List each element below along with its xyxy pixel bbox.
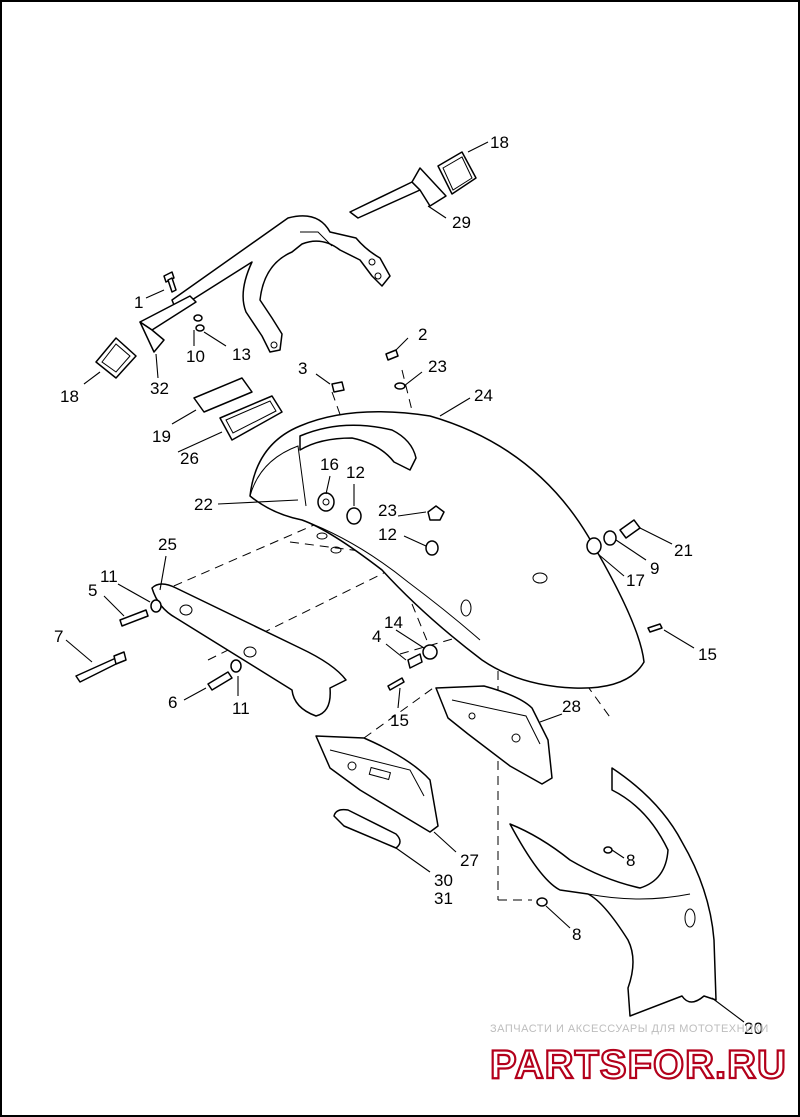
part-24-fender xyxy=(249,411,645,689)
part-12-spacer-b xyxy=(425,540,439,556)
callout-17: 17 xyxy=(626,571,645,590)
part-6-screw xyxy=(207,671,233,691)
part-18-reflector-upper xyxy=(437,151,477,195)
callout-21: 21 xyxy=(674,541,693,560)
part-25-strut xyxy=(151,583,347,717)
leader-lines xyxy=(65,141,745,1023)
callout-18: 18 xyxy=(490,133,509,152)
part-12-spacer-a xyxy=(346,507,362,525)
callout-13: 13 xyxy=(232,345,251,364)
callout-28: 28 xyxy=(562,697,581,716)
watermark: ЗАПЧАСТИ И АКСЕССУАРЫ ДЛЯ МОТОТЕХНИКИ PA… xyxy=(489,1023,787,1088)
callout-1: 1 xyxy=(134,293,143,312)
callout-14: 14 xyxy=(384,613,403,632)
part-18-reflector-lower xyxy=(95,337,137,379)
callout-31: 31 xyxy=(434,889,453,908)
part-4-screw xyxy=(407,653,423,669)
part-29-bracket xyxy=(349,167,447,219)
part-23-clip-lower xyxy=(427,505,445,521)
callout-labels: 18 29 1 10 13 18 32 2 3 23 24 19 26 16 1… xyxy=(54,133,763,1038)
part-17-bushing xyxy=(586,537,602,555)
callout-29: 29 xyxy=(452,213,471,232)
callout-8: 8 xyxy=(572,925,581,944)
callout-22: 22 xyxy=(194,495,213,514)
part-8-nut-a xyxy=(603,846,613,854)
part-8-nut-b xyxy=(536,897,548,907)
part-16-grommet xyxy=(317,492,335,512)
part-20-lower-fender xyxy=(509,767,717,1017)
part-15-pin-a xyxy=(387,677,405,691)
part-14-nut xyxy=(422,644,438,660)
callout-10: 10 xyxy=(186,347,205,366)
watermark-tagline: ЗАПЧАСТИ И АКСЕССУАРЫ ДЛЯ МОТОТЕХНИКИ xyxy=(490,1023,769,1035)
part-15-pin-b xyxy=(647,623,663,633)
callout-12: 12 xyxy=(346,463,365,482)
part-11-washer-a xyxy=(150,599,162,613)
callout-18: 18 xyxy=(60,387,79,406)
callout-11: 11 xyxy=(100,567,118,586)
part-1-screw xyxy=(163,271,177,293)
callout-6: 6 xyxy=(168,693,177,712)
part-27-bracket xyxy=(315,735,439,833)
part-9-washer xyxy=(603,530,617,546)
part-26-plate xyxy=(219,395,283,441)
callout-15: 15 xyxy=(390,711,409,730)
callout-3: 3 xyxy=(298,359,307,378)
part-23-clip-upper xyxy=(394,382,406,390)
part-28-bracket xyxy=(435,685,553,785)
part-3-screw xyxy=(331,381,345,393)
callout-5: 5 xyxy=(88,581,97,600)
callout-9: 9 xyxy=(650,559,659,578)
callout-23: 23 xyxy=(428,357,447,376)
callout-19: 19 xyxy=(152,427,171,446)
part-7-stud xyxy=(75,651,127,683)
part-2-screw xyxy=(385,349,399,361)
part-32-bracket xyxy=(139,295,197,353)
callout-15: 15 xyxy=(698,645,717,664)
callout-16: 16 xyxy=(320,455,339,474)
part-support-bracket xyxy=(171,215,391,353)
watermark-brand: PARTSFOR.RU xyxy=(490,1043,787,1087)
callout-8: 8 xyxy=(626,851,635,870)
callout-20: 20 xyxy=(744,1019,763,1038)
callout-23: 23 xyxy=(378,501,397,520)
part-10-13-nut xyxy=(193,314,205,332)
callout-11: 11 xyxy=(232,699,250,718)
callout-27: 27 xyxy=(460,851,479,870)
callout-25: 25 xyxy=(158,535,177,554)
callout-4: 4 xyxy=(372,627,381,646)
part-21-screw xyxy=(619,519,641,539)
part-5-screw xyxy=(119,609,149,627)
callout-24: 24 xyxy=(474,386,493,405)
callout-32: 32 xyxy=(150,379,169,398)
callout-7: 7 xyxy=(54,627,63,646)
callout-12: 12 xyxy=(378,525,397,544)
part-30-31-lens xyxy=(333,808,401,849)
part-11-washer-b xyxy=(230,659,242,673)
part-19-plate xyxy=(193,377,253,413)
callout-30: 30 xyxy=(434,871,453,890)
callout-26: 26 xyxy=(180,449,199,468)
callout-2: 2 xyxy=(418,325,427,344)
